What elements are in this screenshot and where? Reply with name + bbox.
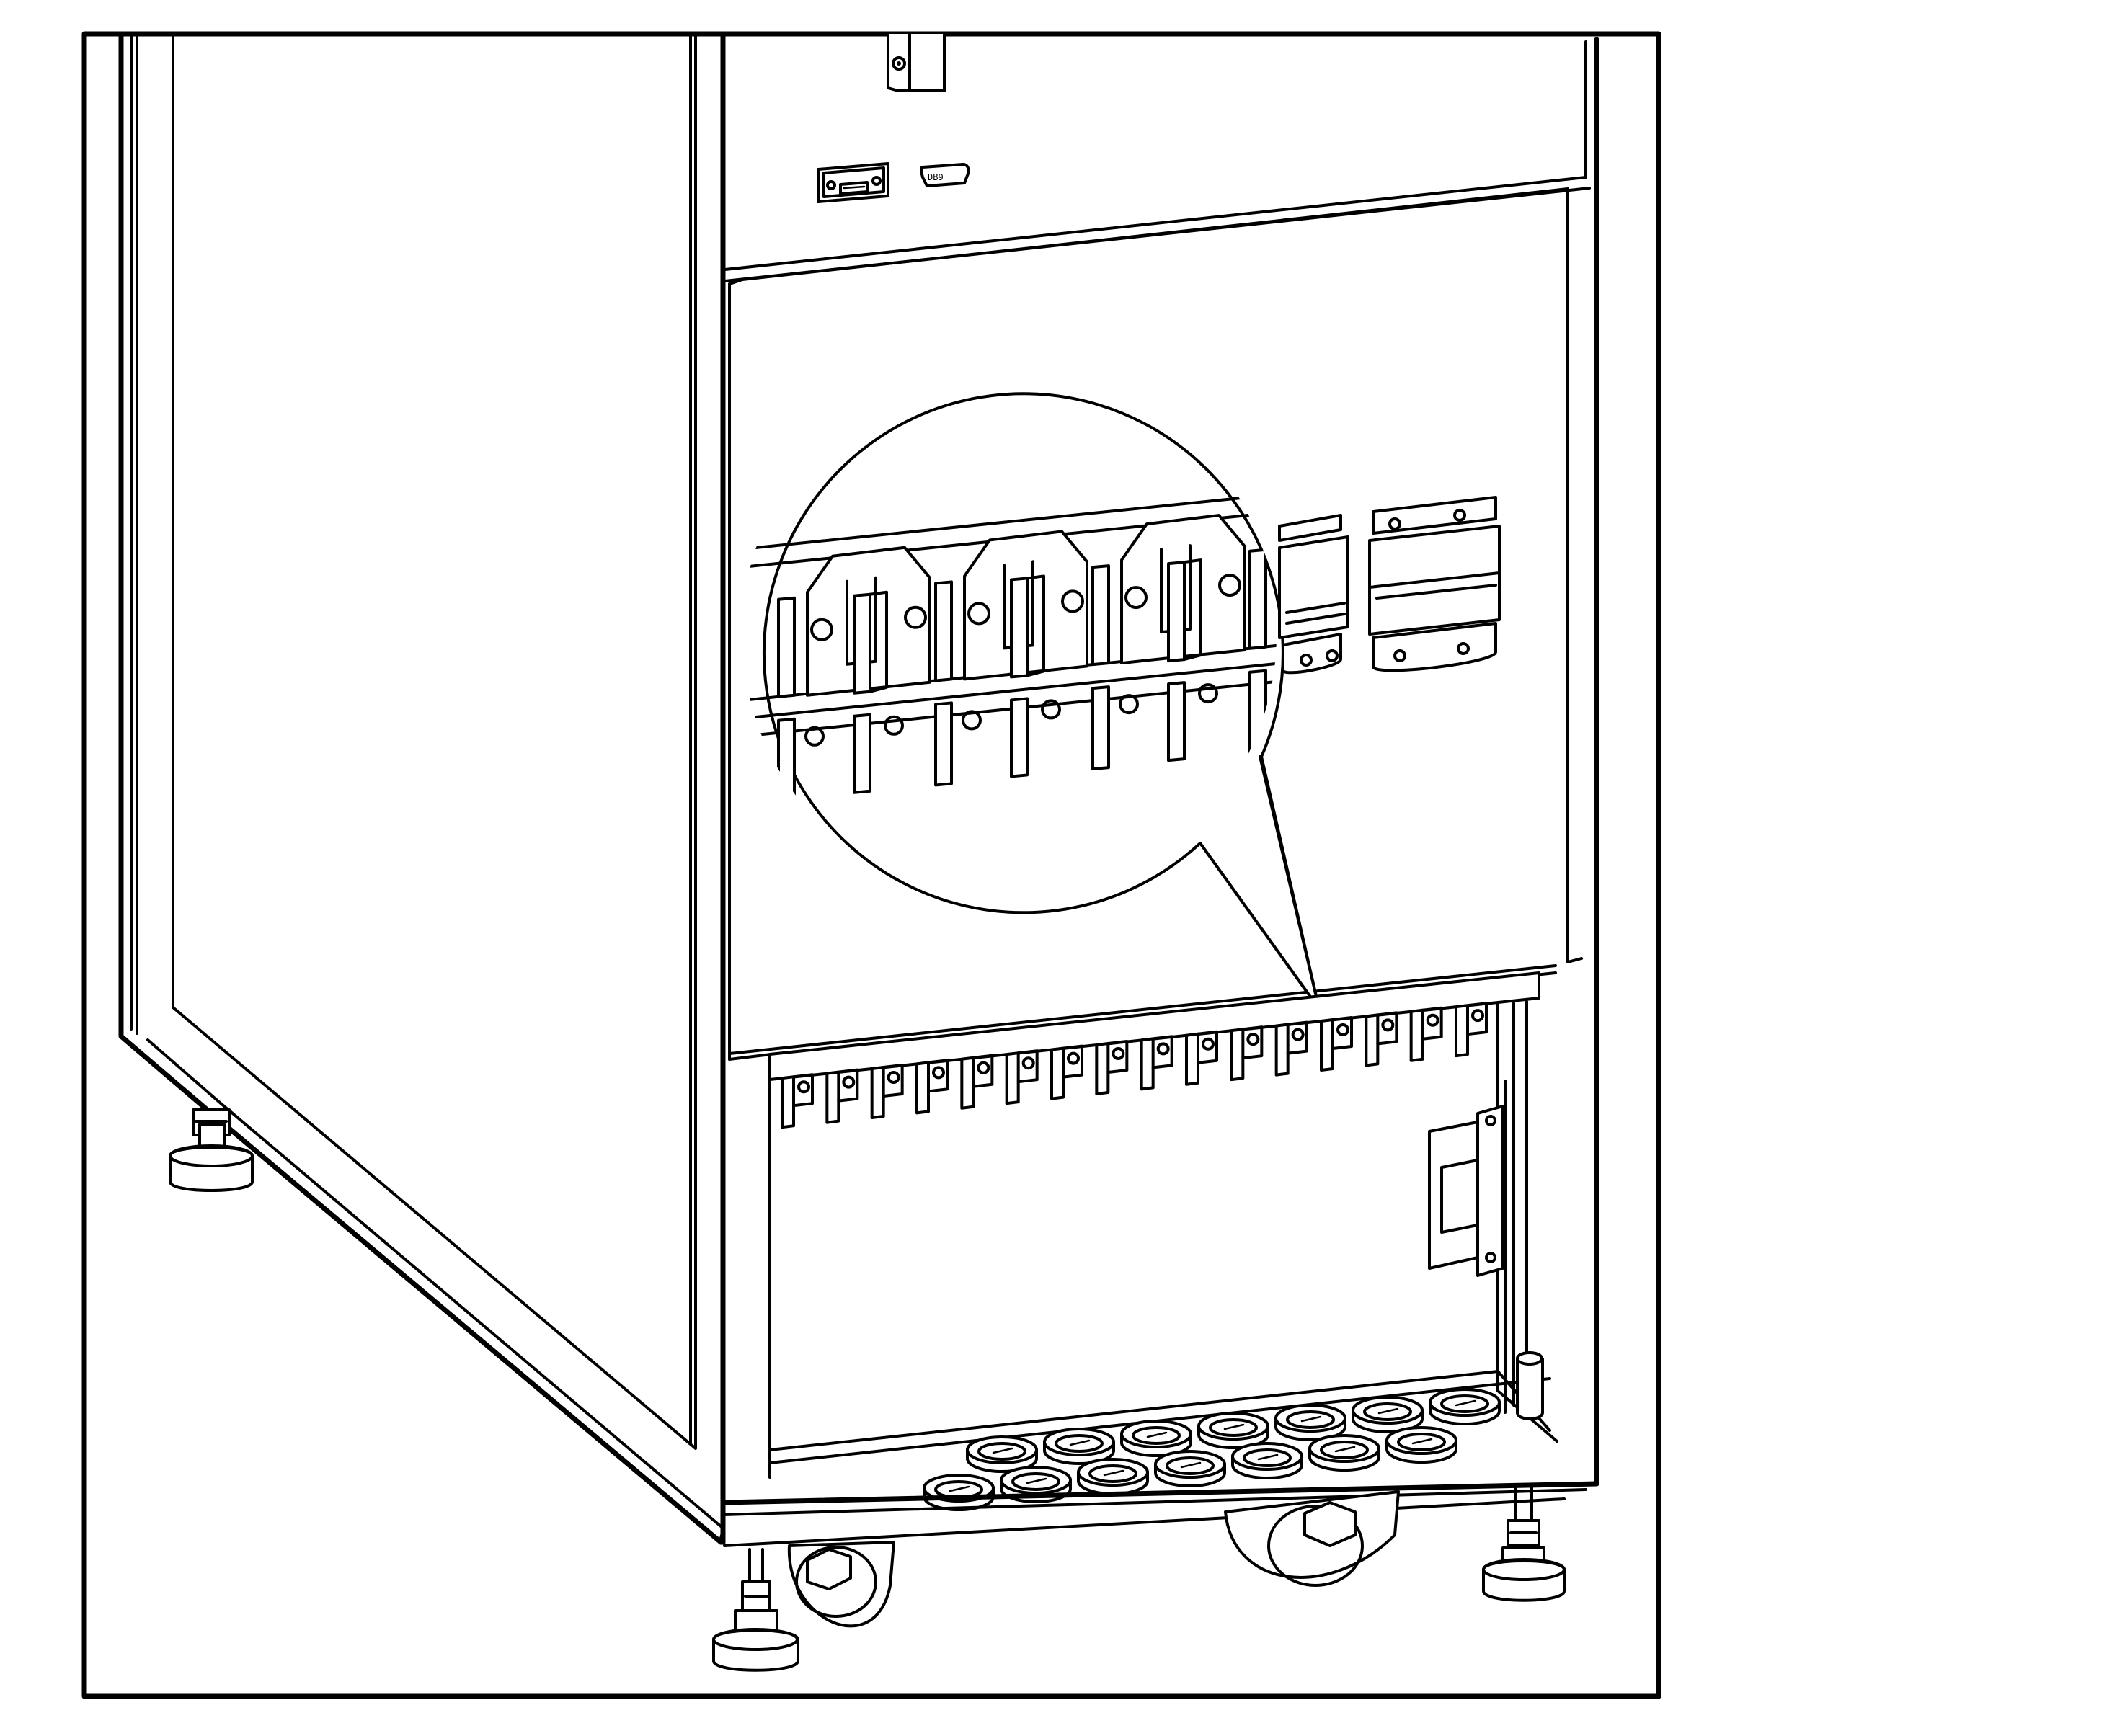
lower-cable-bay: [768, 971, 1558, 1511]
cable-gland: [966, 1435, 1038, 1473]
bottom-terminal-fin: [1455, 1002, 1488, 1058]
cable-gland: [1197, 1412, 1269, 1449]
cable-gland-group: [923, 1388, 1501, 1511]
cable-gland: [1120, 1420, 1192, 1457]
grounding-post: [1516, 1358, 1544, 1420]
bottom-terminal-fin: [1320, 1015, 1353, 1072]
front-right-caster: [1224, 1490, 1400, 1587]
cabinet-front: [724, 34, 1599, 1487]
cabinet-side-panel: [118, 31, 726, 1545]
bottom-terminal-fin: [1050, 1044, 1083, 1100]
cable-gland: [923, 1474, 995, 1511]
communication-port-panel: DB9: [817, 162, 970, 203]
terminal-zoom-callout: [742, 392, 1716, 1010]
cable-gland: [1231, 1442, 1303, 1479]
cable-gland: [1385, 1426, 1457, 1464]
bottom-terminal-fin: [1185, 1030, 1218, 1086]
zoom-terminal: [934, 530, 1088, 787]
front-left-caster: [787, 1541, 895, 1628]
cable-gland: [1429, 1388, 1501, 1425]
side-leveling-foot: [169, 1108, 254, 1192]
cable-gland: [1352, 1396, 1424, 1433]
zoom-terminal: [1091, 514, 1246, 771]
side-handle-bracket: [1476, 1105, 1504, 1277]
bottom-terminal-strip: [768, 971, 1540, 1081]
bottom-terminal-fin: [870, 1064, 904, 1119]
cable-gland: [1077, 1458, 1149, 1495]
cable-gland: [1043, 1428, 1115, 1465]
cable-gland: [1274, 1404, 1346, 1441]
zoom-terminal: [1564, 467, 1716, 721]
bottom-terminal-row: [781, 1002, 1488, 1129]
bottom-terminal-fin: [781, 1073, 814, 1129]
cabinet-base: [718, 1481, 1599, 1547]
bottom-terminal-fin: [825, 1068, 859, 1124]
bottom-terminal-fin: [1365, 1011, 1398, 1067]
figure-frame: [81, 31, 1661, 1699]
bottom-terminal-fin: [1409, 1006, 1443, 1062]
zoom-terminal-block: [742, 467, 1716, 803]
bottom-terminal-fin: [1274, 1020, 1308, 1077]
front-left-leveling-foot: [712, 1548, 799, 1672]
db9-port: [920, 163, 970, 187]
bottom-terminal-fin: [915, 1059, 949, 1115]
cable-gland: [1154, 1450, 1226, 1487]
bottom-terminal-fin: [1005, 1049, 1039, 1105]
db9-port-label: DB9: [928, 172, 944, 182]
bottom-terminal-fin: [1230, 1025, 1264, 1082]
bottom-terminal-fin: [960, 1054, 994, 1110]
din-rail-terminals: [1278, 496, 1501, 675]
bottom-terminal-fin: [1140, 1035, 1173, 1091]
front-right-leveling-foot: [1482, 1487, 1566, 1602]
bottom-terminal-fin: [1095, 1039, 1129, 1095]
cable-gland: [1308, 1434, 1380, 1472]
